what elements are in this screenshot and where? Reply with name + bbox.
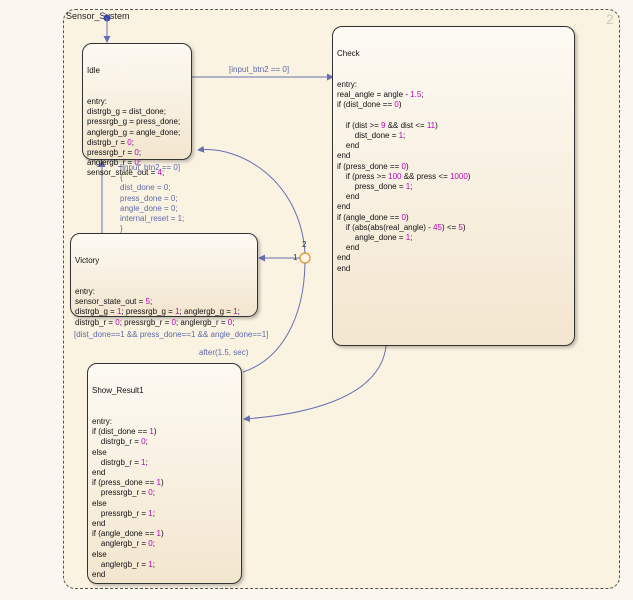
- code-line: if (press_done == 0): [337, 162, 570, 172]
- label-line: [input_btn2 == 0]: [120, 163, 184, 173]
- code-line: distrgb_g = dist_done;: [87, 107, 187, 117]
- code-line: end: [337, 192, 570, 202]
- state-idle[interactable]: Idle entry:distrgb_g = dist_done;pressrg…: [82, 43, 192, 160]
- code-line: distrgb_r = 0;: [87, 138, 187, 148]
- junction-order-1: 1: [293, 253, 297, 262]
- code-line: entry:: [92, 417, 237, 427]
- label-idle-to-check[interactable]: [input_btn2 == 0]: [229, 65, 289, 75]
- junction-order-2: 2: [302, 240, 306, 249]
- label-line: press_done = 0;: [120, 194, 184, 204]
- code-line: pressrgb_r = 0;: [92, 488, 237, 498]
- label-victory-to-idle[interactable]: [input_btn2 == 0]{dist_done = 0;press_do…: [120, 163, 184, 234]
- code-line: entry:: [75, 287, 253, 297]
- junction-point[interactable]: [300, 253, 310, 263]
- code-line: distrgb_r = 0;: [92, 437, 237, 447]
- code-line: end: [337, 253, 570, 263]
- code-line: entry:: [87, 97, 187, 107]
- code-line: press_done = 1;: [337, 182, 570, 192]
- code-line: if (angle_done == 1): [92, 529, 237, 539]
- code-line: entry:: [337, 80, 570, 90]
- code-line: if (dist_done == 1): [92, 427, 237, 437]
- code-line: [337, 111, 570, 121]
- state-show-result-body: entry:if (dist_done == 1) distrgb_r = 0;…: [92, 417, 237, 580]
- label-after[interactable]: after(1.5, sec): [199, 348, 248, 358]
- code-line: else: [92, 550, 237, 560]
- code-line: if (abs(abs(real_angle) - 45) <= 5): [337, 223, 570, 233]
- state-check[interactable]: Check entry:real_angle = angle - 1.5;if …: [332, 26, 575, 346]
- code-line: end: [92, 468, 237, 478]
- state-check-name: Check: [337, 49, 570, 59]
- code-line: distrgb_r = 0; pressrgb_r = 0; anglergb_…: [75, 318, 253, 328]
- state-victory-name: Victory: [75, 256, 253, 266]
- state-idle-name: Idle: [87, 66, 187, 76]
- state-victory[interactable]: Victory entry:sensor_state_out = 5;distr…: [70, 233, 258, 317]
- code-line: else: [92, 499, 237, 509]
- code-line: if (dist >= 9 && dist <= 11): [337, 121, 570, 131]
- code-line: distrgb_g = 1; pressrgb_g = 1; anglergb_…: [75, 307, 253, 317]
- code-line: anglergb_r = 0;: [92, 539, 237, 549]
- code-line: end: [337, 151, 570, 161]
- code-line: else: [92, 448, 237, 458]
- code-line: if (angle_done == 0): [337, 213, 570, 223]
- code-line: end: [337, 243, 570, 253]
- code-line: end: [337, 264, 570, 274]
- state-victory-body: entry:sensor_state_out = 5;distrgb_g = 1…: [75, 287, 253, 328]
- code-line: pressrgb_r = 0;: [87, 148, 187, 158]
- state-show-result[interactable]: Show_Result1 entry:if (dist_done == 1) d…: [87, 363, 242, 584]
- code-line: end: [92, 519, 237, 529]
- code-line: if (press >= 100 && press <= 1000): [337, 172, 570, 182]
- code-line: end: [337, 141, 570, 151]
- code-line: if (press_done == 1): [92, 478, 237, 488]
- state-show-result-name: Show_Result1: [92, 386, 237, 396]
- code-line: dist_done = 1;: [337, 131, 570, 141]
- code-line: anglergb_r = 1;: [92, 560, 237, 570]
- code-line: sensor_state_out = 5;: [75, 297, 253, 307]
- code-line: pressrgb_g = press_done;: [87, 117, 187, 127]
- code-line: distrgb_r = 1;: [92, 458, 237, 468]
- code-line: end: [337, 202, 570, 212]
- label-line: {: [120, 173, 184, 183]
- code-line: if (dist_done == 0): [337, 100, 570, 110]
- label-line: angle_done = 0;: [120, 204, 184, 214]
- label-to-victory[interactable]: [dist_done==1 && press_done==1 && angle_…: [74, 330, 268, 340]
- code-line: end: [92, 570, 237, 580]
- label-line: internal_reset = 1;: [120, 214, 184, 224]
- code-line: anglergb_g = angle_done;: [87, 128, 187, 138]
- code-line: pressrgb_r = 1;: [92, 509, 237, 519]
- check-to-show-result-wire[interactable]: [244, 346, 386, 419]
- label-line: dist_done = 0;: [120, 183, 184, 193]
- label-line: }: [120, 224, 184, 234]
- state-check-body: entry:real_angle = angle - 1.5;if (dist_…: [337, 80, 570, 274]
- code-line: angle_done = 1;: [337, 233, 570, 243]
- code-line: real_angle = angle - 1.5;: [337, 90, 570, 100]
